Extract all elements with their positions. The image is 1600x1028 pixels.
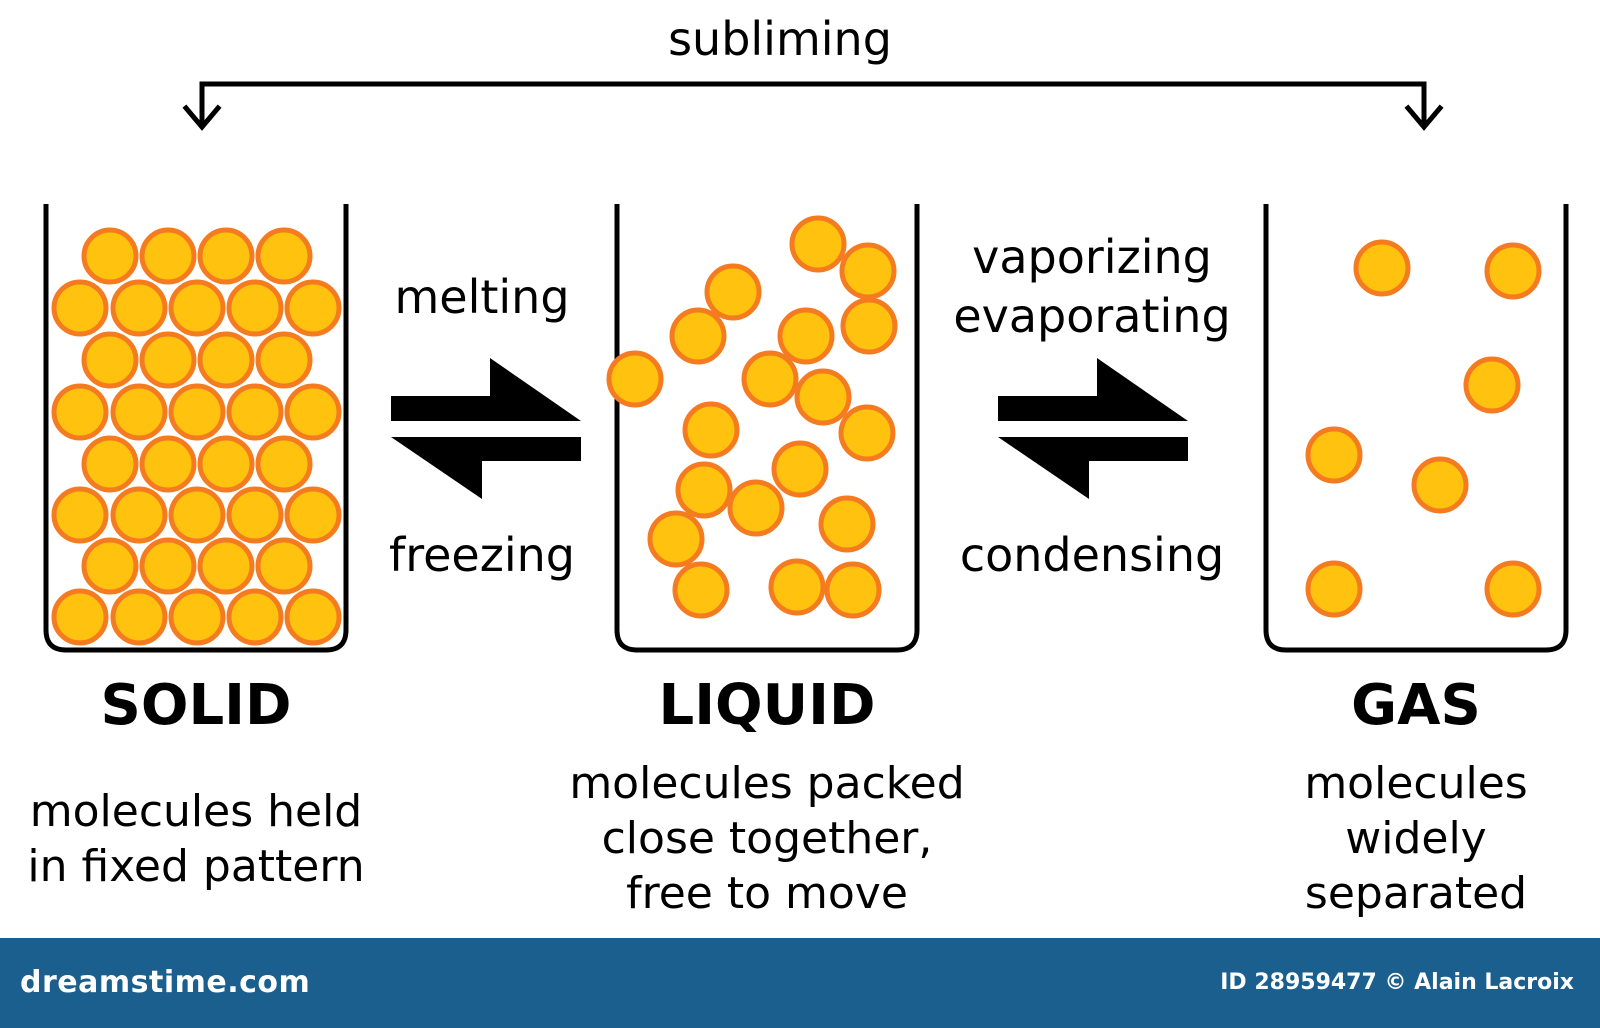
solid-molecule <box>255 537 313 595</box>
liquid-description-line: free to move <box>626 868 908 919</box>
gas-molecule <box>1305 426 1363 484</box>
solid-molecule <box>139 227 197 285</box>
gas-container <box>1263 204 1569 653</box>
solid-molecule <box>81 227 139 285</box>
solid-molecule <box>110 486 168 544</box>
gas-molecule <box>1353 239 1411 297</box>
liquid-molecule <box>727 479 785 537</box>
liquid-molecule <box>606 350 664 408</box>
solid-molecule <box>168 486 226 544</box>
liquid-molecule <box>840 297 898 355</box>
solid-molecule <box>168 383 226 441</box>
solid-title: SOLID <box>100 673 292 738</box>
gas-molecule <box>1484 242 1542 300</box>
freezing-label: freezing <box>389 528 575 582</box>
solid-molecule <box>284 279 342 337</box>
solid-molecule <box>197 227 255 285</box>
solid-molecule <box>51 383 109 441</box>
liquid-molecule <box>818 495 876 553</box>
gas-description-line: widely <box>1345 813 1487 864</box>
gas-description-line: molecules <box>1304 758 1528 809</box>
watermark-footer: dreamstime.com ID 28959477 © Alain Lacro… <box>0 938 1600 1028</box>
solid-molecule <box>197 537 255 595</box>
liquid-molecule <box>741 350 799 408</box>
solid-molecule <box>139 331 197 389</box>
solid-molecule <box>51 588 109 646</box>
gas-molecule <box>1305 560 1363 618</box>
gas-molecules <box>1305 239 1542 618</box>
gas-title: GAS <box>1351 673 1481 738</box>
solid-molecule <box>110 588 168 646</box>
liquid-molecule <box>675 461 733 519</box>
condensing-label: condensing <box>959 528 1225 582</box>
liquid-molecule <box>768 558 826 616</box>
solid-molecule <box>284 486 342 544</box>
liquid-description-line: close together, <box>601 813 933 864</box>
solid-molecule <box>51 486 109 544</box>
liquid-molecule <box>777 307 835 365</box>
liquid-molecule <box>682 401 740 459</box>
gas-description-line: separated <box>1304 868 1528 919</box>
liquid-molecule <box>838 404 896 462</box>
solid-molecule <box>168 588 226 646</box>
solid-molecule <box>255 227 313 285</box>
solid-molecule <box>139 435 197 493</box>
solid-molecule <box>226 279 284 337</box>
liquid-title: LIQUID <box>658 673 876 738</box>
liquid-molecule <box>669 307 727 365</box>
liquid-molecule <box>771 440 829 498</box>
solid-molecule <box>284 588 342 646</box>
melting-label: melting <box>394 270 570 324</box>
liquid-molecule <box>794 368 852 426</box>
solid-molecule <box>197 435 255 493</box>
liquid-molecule <box>647 510 705 568</box>
liquid-description-line: molecules packed <box>569 758 965 809</box>
solid-container <box>43 204 349 653</box>
image-credit: ID 28959477 © Alain Lacroix <box>1220 970 1574 995</box>
gas-molecule <box>1411 456 1469 514</box>
gas-description: molecules widely separated <box>1236 756 1596 921</box>
liquid-molecule <box>824 561 882 619</box>
liquid-description: molecules packed close together, free to… <box>557 756 977 921</box>
solid-description-line: molecules held <box>29 786 363 837</box>
solid-molecule <box>255 435 313 493</box>
vaporizing-label: vaporizing <box>972 230 1212 284</box>
subliming-label: subliming <box>668 12 892 66</box>
liquid-molecule <box>789 215 847 273</box>
solid-description-line: in fixed pattern <box>27 841 365 892</box>
solid-molecule <box>81 537 139 595</box>
solid-molecule <box>255 331 313 389</box>
solid-molecule <box>226 486 284 544</box>
brand-logo: dreamstime.com <box>20 965 311 1000</box>
solid-molecule <box>81 331 139 389</box>
solid-molecule <box>139 537 197 595</box>
gas-molecule <box>1484 560 1542 618</box>
solid-molecule <box>197 331 255 389</box>
solid-description: molecules held in fixed pattern <box>6 784 386 894</box>
subliming-arrow <box>182 81 1444 131</box>
solid-molecule <box>81 435 139 493</box>
solid-molecule <box>110 279 168 337</box>
solid-molecule <box>226 383 284 441</box>
solid-molecule <box>110 383 168 441</box>
liquid-molecule <box>672 561 730 619</box>
melting-freezing-arrows <box>391 358 581 499</box>
liquid-molecules <box>606 215 898 619</box>
solid-molecule <box>168 279 226 337</box>
solid-molecule <box>284 383 342 441</box>
gas-molecule <box>1463 356 1521 414</box>
liquid-molecule <box>704 263 762 321</box>
liquid-container <box>614 204 920 653</box>
evaporating-label: evaporating <box>953 289 1231 343</box>
liquid-molecule <box>839 242 897 300</box>
solid-molecule <box>226 588 284 646</box>
solid-molecules <box>51 227 342 646</box>
states-of-matter-diagram <box>43 81 1569 653</box>
vaporizing-condensing-arrows <box>998 358 1188 499</box>
solid-molecule <box>51 279 109 337</box>
